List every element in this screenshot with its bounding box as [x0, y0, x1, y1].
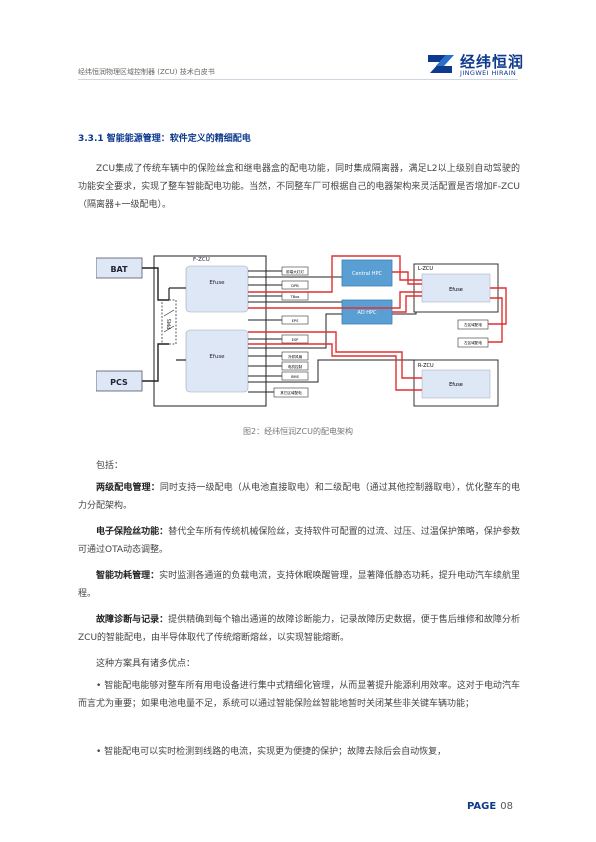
bat-label: BAT [110, 265, 128, 274]
l-zcu-label: L-ZCU [418, 266, 433, 272]
diagram-svg: BAT PCS F-ZCU PMS Efuse Efuse 前端大灯灯 DPB … [95, 255, 507, 407]
central-hpc-label: Central HPC [352, 271, 383, 277]
advantages-lead: 这种方案具有诸多优点： [96, 659, 196, 669]
logo-en-text: JINGWEI HIRAIN [460, 69, 517, 77]
intro-paragraph: ZCU集成了传统车辆中的保险丝盒和继电器盒的配电功能，同时集成隔离器，满足L2以… [78, 164, 520, 210]
advantage-bullet-0: • 智能配电能够对整车所有用电设备进行集中式精细化管理，从而显著提升能源利用效率… [78, 681, 520, 709]
feature-desc-3: 提供精确到每个输出通道的故障诊断能力，记录故障历史数据，便于售后维修和故障分析Z… [78, 615, 520, 643]
feature-term-2: 智能功耗管理： [96, 571, 160, 581]
r-zcu-label: R-ZCU [418, 363, 434, 369]
load-top-0-label: 前端大灯灯 [286, 269, 304, 274]
company-logo: 经纬恒润 JINGWEI HIRAIN [426, 50, 526, 78]
feature-item-2: 智能功耗管理：实时监测各通道的负载电流，支持休眠唤醒管理，显著降低静态功耗，提升… [78, 567, 520, 603]
logo-cn-text: 经纬恒润 [460, 53, 525, 71]
ad-hpc-label: AD HPC [357, 310, 377, 316]
page-label: PAGE [467, 801, 497, 812]
load-zone-lower-label: 其它区域配电 [280, 390, 302, 395]
f-efuse-bottom-label: Efuse [209, 354, 225, 360]
feature-term-1: 电子保险丝功能： [96, 527, 169, 537]
power-distribution-diagram: BAT PCS F-ZCU PMS Efuse Efuse 前端大灯灯 DPB … [95, 252, 516, 410]
feature-term-0: 两级配电管理： [96, 483, 160, 493]
feature-term-3: 故障诊断与记录： [96, 615, 169, 625]
f-efuse-bottom [185, 329, 249, 393]
f-efuse-top-label: Efuse [209, 280, 225, 286]
feature-desc-0: 同时支持一级配电（从电池直接取电）和二级配电（通过其他控制器取电），优化整车的电… [78, 483, 520, 511]
section-title: 3.3.1 智能能源管理：软件定义的精细配电 [78, 134, 251, 144]
page-number-value: 08 [500, 801, 513, 812]
feature-item-0: 两级配电管理：同时支持一级配电（从电池直接取电）和二级配电（通过其他控制器取电）… [78, 479, 520, 515]
features-lead: 包括： [96, 461, 124, 471]
feature-desc-1: 替代全车所有传统机械保险丝，支持软件可配置的过流、过压、过温保护策略，保护参数可… [78, 527, 520, 555]
f-efuse-top [185, 265, 249, 313]
load-mid-0-label: EPS [292, 319, 299, 323]
load-bot-0-label: 冷却风扇 [288, 354, 303, 359]
feature-item-1: 电子保险丝功能：替代全车所有传统机械保险丝，支持软件可配置的过流、过压、过温保护… [78, 523, 520, 559]
l-efuse-label: Efuse [449, 287, 463, 293]
load-mid-1-label: ESP [292, 338, 300, 342]
l-efuse [421, 273, 491, 303]
load-bot-1-label: 电机控制 [288, 364, 303, 369]
document-title: 经纬恒润物理区域控制器 (ZCU) 技术白皮书 [78, 68, 215, 76]
left-zone-load-1-label: 左区域配电 [464, 340, 482, 345]
feature-desc-2: 实时监测各通道的负载电流，支持休眠唤醒管理，显著降低静态功耗，提升电动汽车续航里… [78, 571, 520, 599]
pcs-label: PCS [110, 378, 128, 387]
r-efuse-label: Efuse [449, 382, 463, 388]
load-top-2-label: TBox [290, 295, 301, 299]
header-divider [78, 79, 518, 80]
advantage-bullet-1: • 智能配电可以实时检测到线路的电流，实现更为便捷的保护；故障去除后会自动恢复， [96, 747, 447, 757]
central-hpc-box [341, 259, 393, 287]
ad-hpc-box [341, 299, 393, 325]
logo-mark-icon [428, 55, 454, 73]
r-efuse [421, 369, 491, 399]
left-zone-load-0-label: 左区域配电 [464, 322, 482, 327]
load-bot-2-label: BMS [291, 375, 300, 379]
load-top-1-label: DPB [291, 284, 299, 288]
feature-item-3: 故障诊断与记录：提供精确到每个输出通道的故障诊断能力，记录故障历史数据，便于售后… [78, 611, 520, 647]
pms-label: PMS [167, 319, 173, 330]
figure-caption: 图2：经纬恒润ZCU的配电架构 [242, 427, 353, 436]
f-zcu-label: F-ZCU [193, 257, 210, 263]
